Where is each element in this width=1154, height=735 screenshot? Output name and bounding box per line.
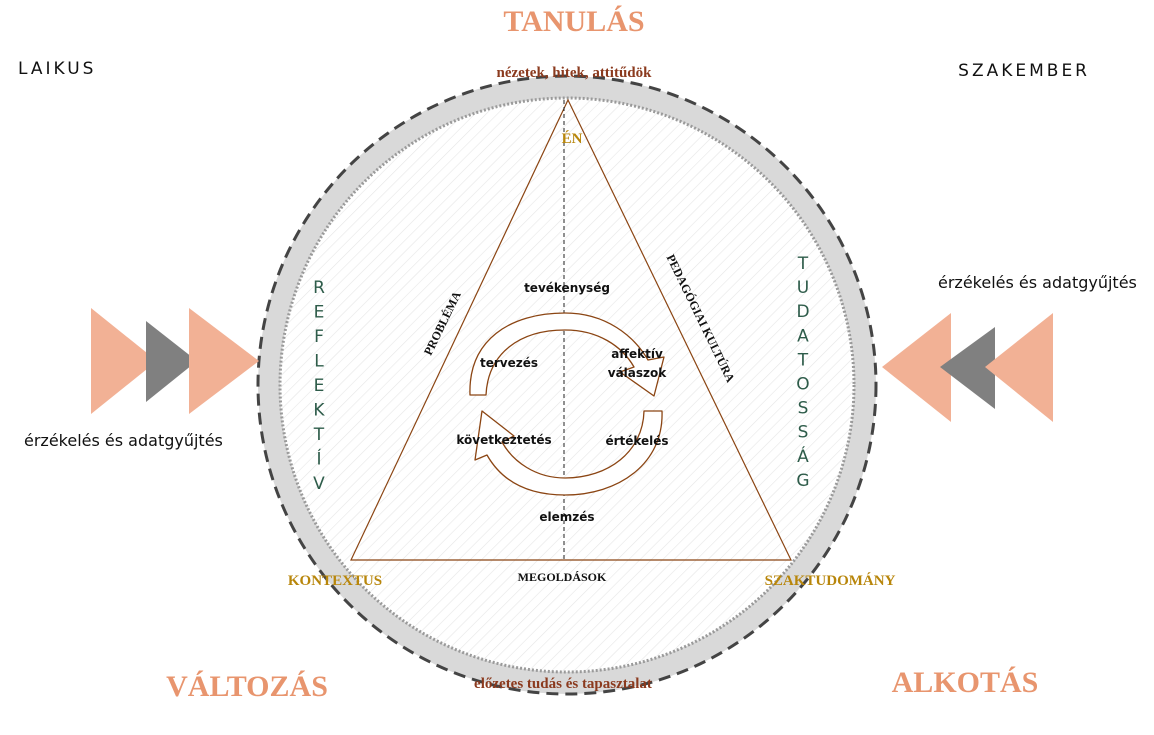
cycle-label-valaszok: válaszok: [608, 366, 668, 380]
right-arrows-icon: [882, 313, 1053, 422]
reflektiv-letter: E: [314, 303, 325, 323]
tudatossag-letter: S: [798, 399, 809, 419]
cycle-label-elemzes: elemzés: [539, 510, 594, 524]
tudatossag-letter: G: [796, 471, 809, 491]
left-arrows-icon: [91, 308, 259, 414]
ring-label-bottom: előzetes tudás és tapasztalat: [474, 676, 652, 692]
cycle-label-affektiv: affektív: [611, 347, 663, 361]
tudatossag-letter: O: [796, 375, 809, 395]
cycle-label-tervezes: tervezés: [480, 356, 538, 370]
cycle-arrows-icon: [469, 312, 665, 496]
vertex-label-szaktudomany: SZAKTUDOMÁNY: [765, 572, 896, 589]
corner-label-szakember: SZAKEMBER: [958, 61, 1090, 81]
inner-disc: [278, 96, 856, 674]
tudatossag-letter: T: [797, 350, 809, 370]
reflektiv-letter: F: [314, 327, 324, 347]
reflektiv-letter: V: [313, 474, 325, 494]
reflektiv-letter: E: [314, 376, 325, 396]
ring-label-top: nézetek, hitek, attitűdök: [497, 65, 653, 81]
title-alkotas: ALKOTÁS: [892, 666, 1039, 699]
cycle-label-tevekenyseg: tevékenység: [524, 281, 610, 295]
sense-label-right: érzékelés és adatgyűjtés: [938, 273, 1137, 292]
side-label-megoldasok: MEGOLDÁSOK: [518, 570, 607, 584]
cycle-label-kovetkeztetes: következtetés: [456, 433, 551, 447]
tudatossag-letter: T: [797, 254, 809, 274]
title-valtozas: VÁLTOZÁS: [166, 670, 328, 703]
reflektiv-letter: K: [313, 401, 325, 421]
sense-label-left: érzékelés és adatgyűjtés: [24, 431, 223, 450]
tudatossag-letter: S: [798, 423, 809, 443]
tudatossag-letter: A: [797, 326, 809, 346]
vertex-label-en: ÉN: [562, 130, 583, 147]
reflektiv-letter: Í: [316, 448, 321, 470]
reflektiv-letter: L: [314, 352, 324, 372]
tudatossag-letter: U: [797, 278, 809, 298]
tudatossag-letter: Á: [797, 445, 809, 467]
title-tanulas: TANULÁS: [503, 5, 644, 38]
tudatossag-letter: D: [796, 302, 809, 322]
cycle-label-ertekeles: értékelés: [605, 434, 668, 448]
vertex-label-kontextus: KONTEXTUS: [288, 573, 382, 589]
triangle: [350, 98, 792, 561]
reflektiv-letter: T: [313, 425, 325, 445]
corner-label-laikus: LAIKUS: [18, 59, 96, 79]
reflektiv-letter: R: [313, 278, 325, 298]
